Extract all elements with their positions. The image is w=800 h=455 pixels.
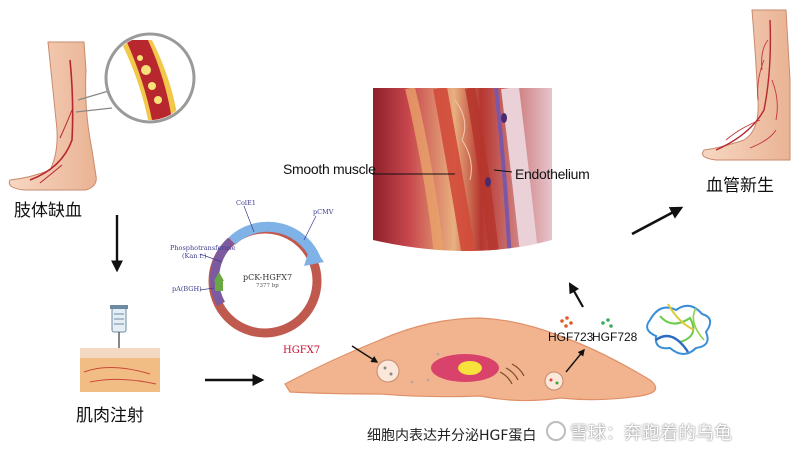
intramuscular-injection-label: 肌肉注射 [76,406,144,426]
plasmid-gene-label: HGFX7 [283,345,321,356]
plasmid-name: pCK-HGFX7 [243,273,293,282]
hgf728-label: HGF728 [592,330,638,344]
arrow-to-angiogenesis [631,206,684,236]
ischemic-leg-illustration [8,41,113,191]
endothelium-label: Endothelium [515,166,590,182]
plasmid-kan-sub-label: (Kan r.) [182,252,207,260]
muscle-cell [284,317,657,402]
vessel-wall-tissue [373,88,552,251]
snowball-watermark: 雪球：奔跑着的乌龟 [546,419,732,445]
plasmid-pa-label: pA(BGH) [172,285,202,293]
arrow-up-to-tissue [568,282,584,308]
snowball-logo-icon [546,421,566,441]
hgf-protein-structure [646,303,712,355]
plasmid-map [199,205,324,338]
smooth-muscle-label: Smooth muscle [283,161,376,177]
watermark-text: 雪球：奔跑着的乌龟 [570,423,732,444]
healthy-leg-illustration [702,9,791,161]
blocked-artery-magnifier [104,32,196,124]
plasmid-pcmv-label: pCMV [313,208,334,216]
hgf-isoform-dots [560,316,613,328]
limb-ischemia-label: 肢体缺血 [14,201,82,221]
muscle-injection-illustration [80,305,160,392]
arrow-into-cell [351,345,379,363]
endothelium-pointer [493,169,513,173]
plasmid-cole1-label: ColE1 [236,199,256,207]
hgf723-label: HGF723 [548,330,594,344]
arrow-secretion [565,348,585,373]
angiogenesis-label: 血管新生 [706,176,774,196]
secretion-caption: 细胞内表达并分泌HGF蛋白 [367,428,537,444]
plasmid-size: 7377 bp [256,283,279,289]
plasmid-kan-label: Phosphotransferase [170,244,236,252]
